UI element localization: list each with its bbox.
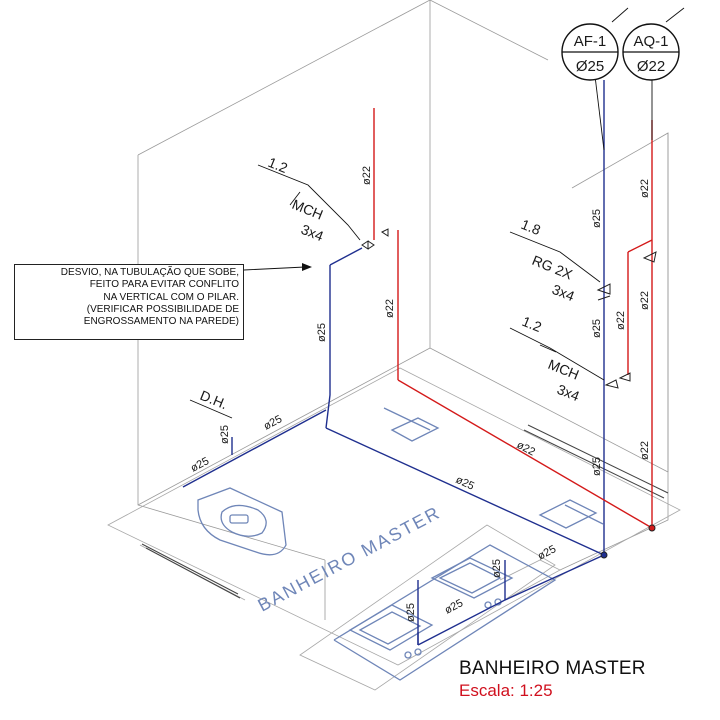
note-line-3: NA VERTICAL COM O PILAR. bbox=[103, 291, 239, 303]
mch-right-size: 3x4 bbox=[555, 381, 582, 404]
label-right-cold-upper: ø25 bbox=[591, 209, 603, 228]
bubble-hot-diameter: Ø22 bbox=[637, 58, 665, 75]
note-line-5: ENGROSSAMENTO NA PAREDE) bbox=[83, 316, 239, 328]
label-floor-diagonal-hot: ø22 bbox=[515, 439, 537, 459]
label-sink-front: ø25 bbox=[443, 597, 465, 617]
dh-tag: D.H. bbox=[198, 387, 230, 412]
label-sink-riser: ø25 bbox=[405, 603, 417, 622]
rg-right-size: 3x4 bbox=[550, 281, 577, 304]
label-hot-upper-left: ø22 bbox=[361, 166, 373, 185]
pipe-diameter-labels: ø22 ø22 ø25 ø25 ø25 ø25 ø25 ø22 ø25 ø25 … bbox=[189, 166, 651, 622]
label-right-hot-lower: ø22 bbox=[639, 441, 651, 460]
label-dh-horizontal: ø25 bbox=[262, 413, 284, 433]
deviation-note: DESVIO, NA TUBULAÇÃO QUE SOBE, FEITO PAR… bbox=[14, 264, 244, 340]
bubble-cold-diameter: Ø25 bbox=[576, 58, 604, 75]
riser-bubble-hot: AQ-1 Ø22 bbox=[622, 23, 680, 81]
label-right-hot-mid: ø22 bbox=[639, 291, 651, 310]
linear-drains bbox=[141, 424, 669, 599]
label-sink-branch: ø25 bbox=[536, 543, 558, 563]
rg-right-name: RG 2X bbox=[530, 252, 576, 283]
cold-water-pipes bbox=[182, 80, 605, 646]
shower-drain-right bbox=[538, 499, 598, 529]
hot-water-pipes bbox=[373, 108, 653, 529]
riser-bubble-cold: AF-1 Ø25 bbox=[561, 23, 619, 81]
title-block: BANHEIRO MASTER Escala: 1:25 bbox=[459, 658, 646, 701]
mch-right-height: 1.2 bbox=[520, 313, 544, 335]
note-arrowhead bbox=[302, 263, 312, 271]
label-right-cold-mid: ø25 bbox=[591, 319, 603, 338]
leader-lines bbox=[189, 7, 685, 419]
note-line-1: DESVIO, NA TUBULAÇÃO QUE SOBE, bbox=[60, 267, 239, 278]
mch-right-name: MCH bbox=[546, 356, 582, 383]
bubble-cold-name: AF-1 bbox=[574, 33, 607, 50]
label-right-hot-upper: ø22 bbox=[639, 179, 651, 198]
drawing-scale: Escala: 1:25 bbox=[459, 681, 553, 700]
rg-right-height: 1.8 bbox=[519, 216, 543, 238]
fixtures bbox=[197, 407, 604, 681]
label-cold-riser-left: ø25 bbox=[316, 323, 328, 342]
bubble-hot-name: AQ-1 bbox=[633, 33, 668, 50]
note-line-2: FEITO PARA EVITAR CONFLITO bbox=[89, 279, 239, 291]
note-line-4: (VERIFICAR POSSIBILIDADE DE bbox=[86, 303, 239, 315]
mch-left-height: 1.2 bbox=[266, 154, 290, 176]
label-dh-vertical: ø25 bbox=[219, 425, 231, 444]
valve-symbols bbox=[361, 228, 657, 559]
mch-left-size: 3x4 bbox=[299, 221, 326, 244]
label-right-cold-lower: ø25 bbox=[591, 457, 603, 476]
label-right-hot-short: ø22 bbox=[615, 311, 627, 330]
drawing-title: BANHEIRO MASTER bbox=[459, 658, 646, 679]
shower-drain-left bbox=[390, 417, 440, 442]
label-sink-vertical: ø25 bbox=[491, 559, 503, 578]
toilet-fixture bbox=[197, 487, 287, 556]
label-floor-diagonal-cold: ø25 bbox=[454, 474, 476, 493]
label-hot-mid-left: ø22 bbox=[384, 299, 396, 318]
mch-left-name: MCH bbox=[290, 196, 326, 223]
